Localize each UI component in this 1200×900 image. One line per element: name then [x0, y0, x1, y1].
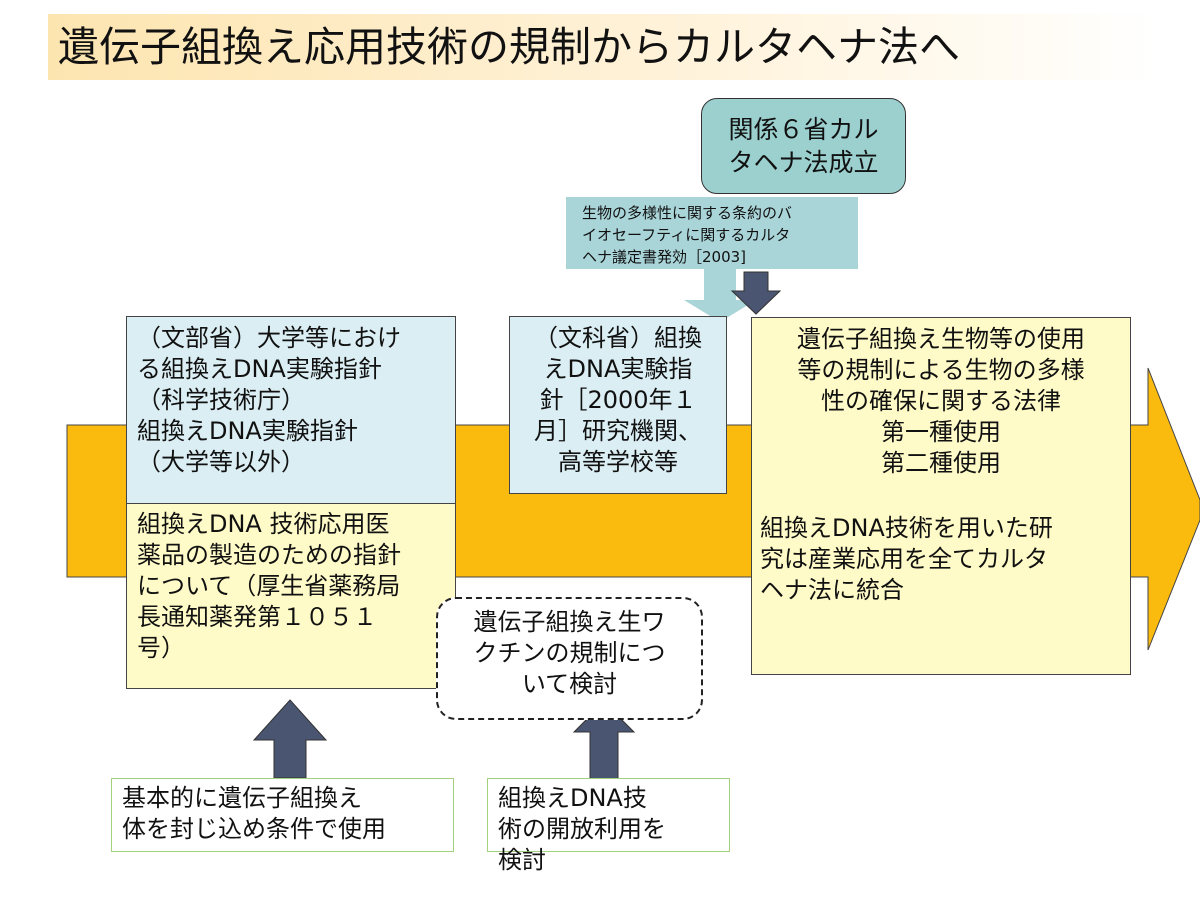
- cartagena-law-box: 遺伝子組換え生物等の使用 等の規制による生物の多様 性の確保に関する法律 第一種…: [751, 317, 1131, 675]
- cartagena-law-enacted-box: 関係６省カル タヘナ法成立: [701, 98, 906, 194]
- contain-up-arrow: [252, 699, 328, 779]
- open-use-box: 組換えDNA技 術の開放利用を 検討: [487, 778, 730, 874]
- containment-use-box: 基本的に遺伝子組換え 体を封じ込め条件で使用: [111, 778, 454, 852]
- protocol-down-arrow: [684, 268, 756, 322]
- slide-title: 遺伝子組換え応用技術の規制からカルタヘナ法へ: [48, 14, 1158, 80]
- koseisho-guideline-box: 組換えDNA 技術応用医 薬品の製造のための指針 について（厚生省薬務局 長通知…: [126, 503, 456, 689]
- live-vaccine-regulation-box: 遺伝子組換え生ワ クチンの規制につ いて検討: [436, 597, 703, 720]
- law-down-arrow: [730, 271, 782, 315]
- law-title-text: 遺伝子組換え生物等の使用 等の規制による生物の多様 性の確保に関する法律 第一種…: [797, 325, 1085, 477]
- monbusho-guideline-box: （文部省）大学等におけ る組換えDNA実験指針 （科学技術庁） 組換えDNA実験…: [126, 316, 456, 504]
- monkasho-guideline-box: （文科省）組換 えDNA実験指 針［2000年１ 月］研究機関、 高等学校等: [509, 316, 727, 494]
- cartagena-protocol-box: 生物の多様性に関する条約のバ イオセーフティに関するカルタ ヘナ議定書発効［20…: [566, 197, 858, 269]
- law-note-text: 組換えDNA技術を用いた研 究は産業応用を全てカルタ ヘナ法に統合: [760, 514, 1053, 604]
